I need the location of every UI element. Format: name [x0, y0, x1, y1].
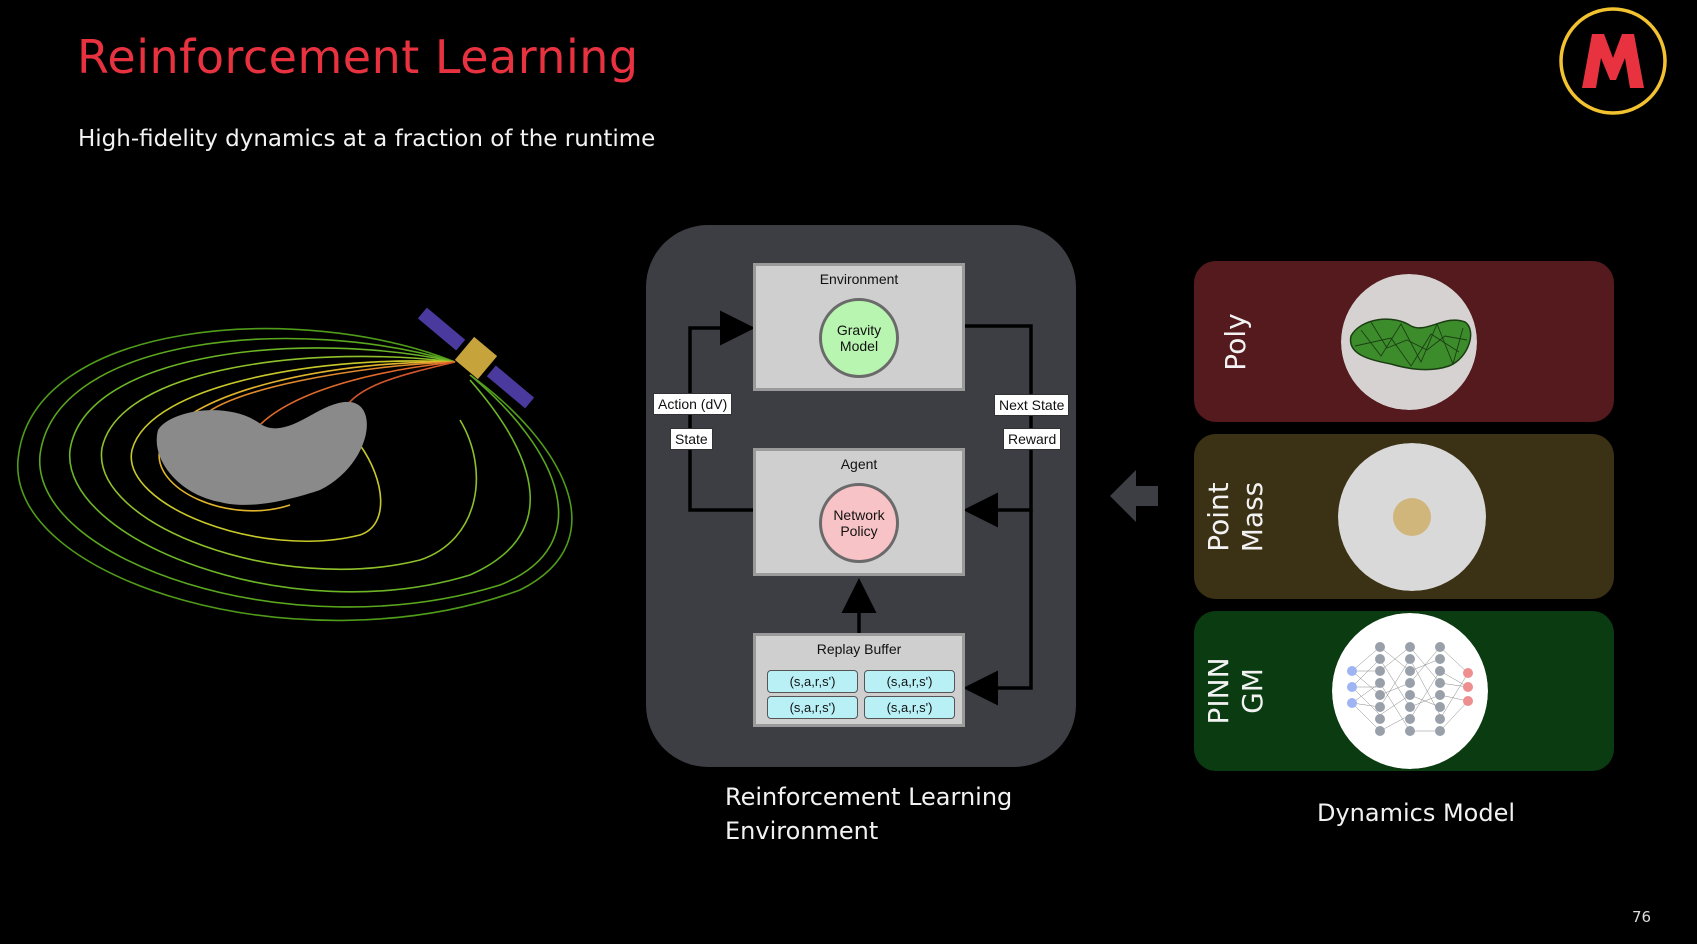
action-tag: Action (dV)	[653, 393, 733, 415]
replay-buffer-title: Replay Buffer	[816, 641, 902, 657]
agent-box: Agent Network Policy	[753, 448, 965, 576]
gravity-model-label: Gravity Model	[836, 322, 882, 354]
poly-model-card: Poly	[1194, 261, 1614, 422]
satellite-icon	[417, 307, 535, 409]
university-m-logo-icon	[1559, 7, 1667, 115]
orbit-path	[17, 327, 573, 622]
pinn-gm-label: PINN GM	[1202, 657, 1269, 725]
agent-title: Agent	[840, 456, 878, 472]
orbit-path	[100, 355, 478, 571]
neural-network-icon	[1332, 613, 1488, 769]
transition-chip: (s,a,r,s')	[767, 670, 858, 693]
network-policy-node: Network Policy	[819, 483, 899, 563]
network-policy-label: Network Policy	[833, 507, 885, 539]
replay-buffer-box: Replay Buffer (s,a,r,s') (s,a,r,s') (s,a…	[753, 633, 965, 727]
transition-chip: (s,a,r,s')	[864, 670, 955, 693]
orbit-path	[254, 361, 456, 431]
slide-subtitle: High-fidelity dynamics at a fraction of …	[78, 126, 656, 152]
orbit-path	[344, 361, 456, 409]
next-state-tag: Next State	[994, 394, 1070, 416]
transition-chip: (s,a,r,s')	[864, 696, 955, 719]
gravity-model-node: Gravity Model	[819, 298, 899, 378]
orbit-path	[69, 347, 532, 593]
orbit-path	[130, 360, 456, 543]
rl-caption-line2: Environment	[725, 817, 879, 845]
slide-title: Reinforcement Learning	[77, 30, 639, 84]
state-tag: State	[670, 428, 713, 450]
transition-chip: (s,a,r,s')	[767, 696, 858, 719]
page-number: 76	[1632, 908, 1652, 926]
orbit-trajectory-figure	[17, 307, 573, 622]
arrow-left-icon	[1110, 470, 1158, 522]
rl-caption-line1: Reinforcement Learning	[725, 783, 1013, 811]
asteroid-shape-icon	[156, 401, 367, 505]
reward-tag: Reward	[1003, 428, 1062, 450]
orbit-path	[199, 361, 456, 421]
environment-title: Environment	[819, 271, 899, 287]
environment-box: Environment Gravity Model	[753, 263, 965, 391]
orbit-path	[39, 337, 560, 608]
rl-environment-caption: Reinforcement Learning Environment	[725, 780, 1012, 848]
pinn-gm-model-card: PINN GM	[1194, 611, 1614, 771]
point-mass-label: Point Mass	[1202, 481, 1269, 552]
polyhedral-asteroid-icon	[1341, 274, 1477, 410]
point-mass-model-card: Point Mass	[1194, 434, 1614, 599]
dynamics-model-caption: Dynamics Model	[1317, 799, 1516, 827]
poly-label: Poly	[1219, 312, 1252, 371]
point-mass-icon	[1338, 443, 1486, 591]
